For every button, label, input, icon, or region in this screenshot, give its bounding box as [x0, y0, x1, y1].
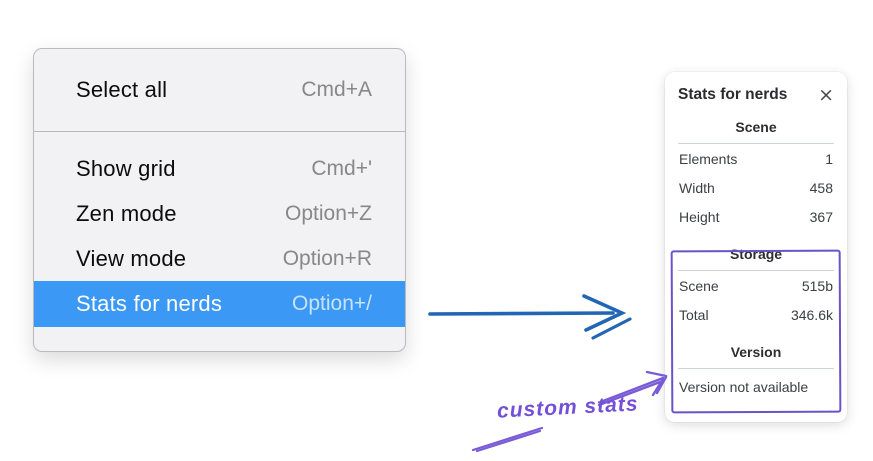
stat-label: Total — [679, 306, 709, 323]
stat-label: Width — [679, 179, 715, 196]
section-rule — [678, 143, 834, 144]
section-rule — [678, 368, 834, 369]
stat-value: 346.6k — [790, 306, 833, 323]
stat-value: 1 — [825, 150, 833, 167]
stat-value: 367 — [809, 208, 833, 225]
menu-item-show-grid[interactable]: Show grid Cmd+' — [34, 146, 405, 191]
stat-row-elements: Elements 1 — [678, 144, 834, 173]
menu-section-top: Select all Cmd+A — [34, 49, 405, 131]
version-note: Version not available — [679, 379, 809, 395]
menu-item-select-all[interactable]: Select all Cmd+A — [34, 67, 405, 112]
menu-item-label: Stats for nerds — [76, 291, 223, 316]
menu-item-shortcut: Option+R — [282, 246, 372, 270]
menu-item-stats-for-nerds[interactable]: Stats for nerds Option+/ — [34, 281, 405, 327]
stat-label: Elements — [679, 150, 738, 167]
stat-row-width: Width 458 — [678, 173, 834, 202]
stat-value: 515b — [801, 277, 833, 294]
section-heading: Storage — [729, 246, 783, 262]
menu-item-view-mode[interactable]: View mode Option+R — [34, 236, 405, 281]
stats-section-version: Version Version not available — [678, 344, 834, 396]
stat-row-scene-storage: Scene 515b — [678, 271, 834, 300]
menu-item-label: Select all — [76, 76, 168, 102]
menu-item-shortcut: Cmd+A — [301, 77, 372, 101]
stats-section-storage: Storage Scene 515b Total 346.6k — [678, 246, 834, 329]
close-icon[interactable]: × — [818, 84, 834, 106]
menu-divider — [34, 131, 405, 132]
context-menu: Select all Cmd+A Show grid Cmd+' Zen mod… — [33, 48, 406, 352]
stat-value: 458 — [809, 179, 833, 196]
flow-arrow — [428, 294, 632, 340]
menu-section-bottom: Show grid Cmd+' Zen mode Option+Z View m… — [34, 132, 405, 327]
annotation-underline — [471, 426, 544, 453]
menu-item-shortcut: Option+Z — [285, 201, 372, 225]
menu-item-label: Show grid — [76, 155, 176, 181]
annotation-label: custom stats — [496, 392, 640, 423]
menu-item-shortcut: Cmd+' — [311, 156, 372, 180]
stats-section-scene: Scene Elements 1 Width 458 Height 367 — [678, 119, 834, 231]
stats-panel: Stats for nerds × Scene Elements 1 Width… — [665, 72, 847, 422]
stat-row-height: Height 367 — [678, 202, 834, 231]
stat-label: Scene — [679, 277, 719, 294]
menu-item-label: View mode — [76, 245, 187, 271]
stats-panel-header: Stats for nerds × — [678, 84, 834, 106]
menu-item-label: Zen mode — [76, 200, 177, 226]
stat-row-total-storage: Total 346.6k — [678, 300, 834, 329]
section-heading: Scene — [735, 119, 777, 135]
stat-label: Height — [679, 208, 720, 225]
stats-panel-title: Stats for nerds — [678, 86, 788, 103]
section-rule — [678, 270, 834, 271]
menu-item-zen-mode[interactable]: Zen mode Option+Z — [34, 191, 405, 236]
menu-item-shortcut: Option+/ — [292, 292, 372, 315]
section-heading: Version — [730, 344, 782, 360]
